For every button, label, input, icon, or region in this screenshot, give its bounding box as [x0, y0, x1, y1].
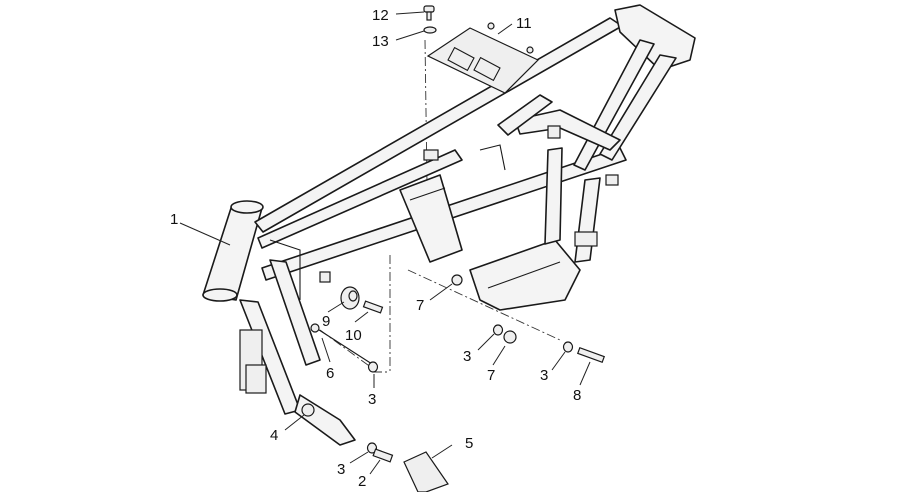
callout-9: 9 [322, 313, 330, 330]
leader-lines [179, 11, 591, 475]
callout-3: 3 [368, 391, 376, 408]
part-3-washers [366, 324, 574, 454]
callout-1: 1 [170, 211, 178, 228]
callout-13: 13 [372, 33, 389, 50]
callout-8: 8 [573, 387, 581, 404]
assembly-axes [319, 39, 561, 373]
part-12-screw [423, 5, 435, 21]
callout-3: 3 [337, 461, 345, 478]
callout-3: 3 [463, 348, 471, 365]
motorcycle-frame [202, 4, 696, 446]
part-9-spacer [340, 286, 360, 310]
part-11-plate [426, 22, 540, 94]
callout-2: 2 [358, 473, 366, 490]
callout-7: 7 [487, 367, 495, 384]
callout-7: 7 [416, 297, 424, 314]
part-6-long-bolt [310, 323, 373, 365]
part-7-nuts [451, 274, 517, 344]
part-13-washer [423, 26, 437, 34]
part-10-bolt [362, 300, 384, 314]
part-5-cover [403, 451, 449, 493]
callout-4: 4 [270, 427, 278, 444]
part-2-bolt [372, 448, 394, 463]
part-8-bolt [576, 346, 606, 364]
part-4-nut [301, 403, 315, 417]
callout-3: 3 [540, 367, 548, 384]
callout-11: 11 [516, 15, 532, 32]
callout-5: 5 [465, 435, 473, 452]
callout-6: 6 [326, 365, 334, 382]
callout-12: 12 [372, 7, 389, 24]
callout-labels: 1 2 3 3 3 3 4 5 6 7 7 8 9 10 11 12 13 [170, 7, 581, 490]
callout-10: 10 [345, 327, 362, 344]
